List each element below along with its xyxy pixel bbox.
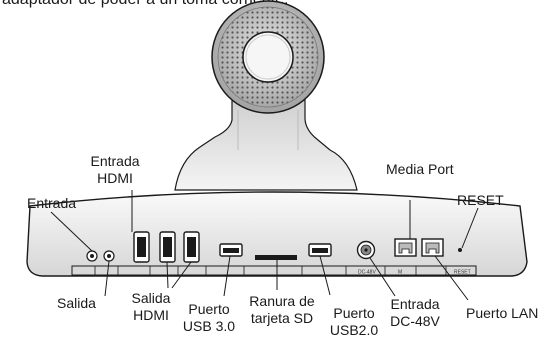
label-reset: RESET — [457, 192, 504, 208]
label-entrada: Entrada — [27, 195, 77, 211]
label-media-port: Media Port — [386, 161, 454, 177]
label-puerto-usb3-line2: USB 3.0 — [182, 318, 236, 334]
top-caption: adaptador de poder a un toma corriente. — [2, 0, 288, 9]
label-entrada-dc: Entrada DC-48V — [390, 296, 440, 330]
sd-slot — [255, 255, 297, 260]
label-salida-hdmi-line1: Salida — [131, 290, 171, 306]
label-entrada-dc-line1: Entrada — [390, 296, 440, 312]
label-salida: Salida — [57, 295, 96, 311]
label-puerto-usb2-line1: Puerto — [333, 305, 375, 321]
mark-reset: RESET — [454, 270, 471, 276]
label-puerto-usb3: Puerto USB 3.0 — [183, 301, 235, 335]
back-panel — [71, 265, 477, 276]
camera-lens — [242, 31, 294, 83]
label-ranura-sd: Ranura de tarjeta SD — [249, 293, 314, 327]
label-entrada-hdmi-line2: HDMI — [97, 170, 133, 186]
label-puerto-lan: Puerto LAN — [466, 305, 539, 321]
label-ranura-sd-line1: Ranura de — [249, 293, 315, 309]
label-puerto-usb2: Puerto USB2.0 — [330, 305, 378, 339]
label-puerto-usb2-line2: USB2.0 — [329, 322, 379, 338]
label-entrada-hdmi-line1: Entrada — [90, 153, 140, 169]
mark-m: M — [398, 270, 402, 276]
leader-lines — [50, 190, 479, 301]
label-salida-hdmi: Salida HDMI — [132, 290, 171, 324]
label-puerto-usb3-line1: Puerto — [188, 301, 230, 317]
label-ranura-sd-line2: tarjeta SD — [250, 310, 314, 326]
mark-dc: DC-48V — [358, 270, 376, 276]
label-salida-hdmi-line2: HDMI — [133, 307, 169, 323]
reset-hole — [458, 248, 462, 252]
label-entrada-dc-line2: DC-48V — [390, 313, 440, 329]
camera-neck — [174, 99, 358, 191]
label-entrada-hdmi: Entrada HDMI — [90, 153, 139, 187]
